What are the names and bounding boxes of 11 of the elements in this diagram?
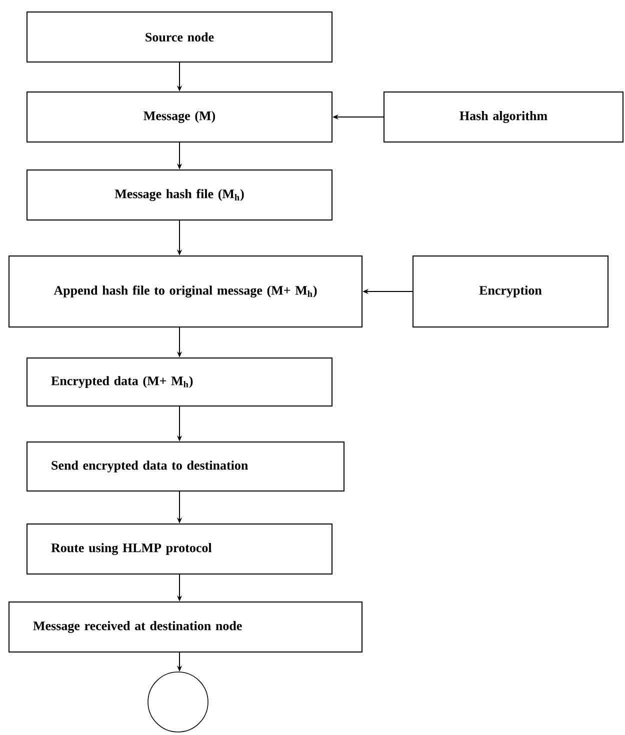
terminal-circle xyxy=(148,672,208,732)
process-box: Encrypted data (M+ M$_{h}$) xyxy=(26,358,332,406)
process-box: Source node xyxy=(26,12,332,62)
process-box: Route using HLMP protocol xyxy=(26,524,332,574)
process-box: Send encrypted data to destination xyxy=(26,442,344,492)
process-box: Append hash file to original message (M+ M$_{h}$) xyxy=(8,256,362,328)
process-box: Hash algorithm xyxy=(384,92,624,142)
process-box: Message received at destination node xyxy=(8,602,362,652)
process-box: Message (M) xyxy=(26,92,332,142)
process-box: Message hash file (M$_{h}$) xyxy=(26,170,332,220)
process-box: Encryption xyxy=(412,256,608,328)
